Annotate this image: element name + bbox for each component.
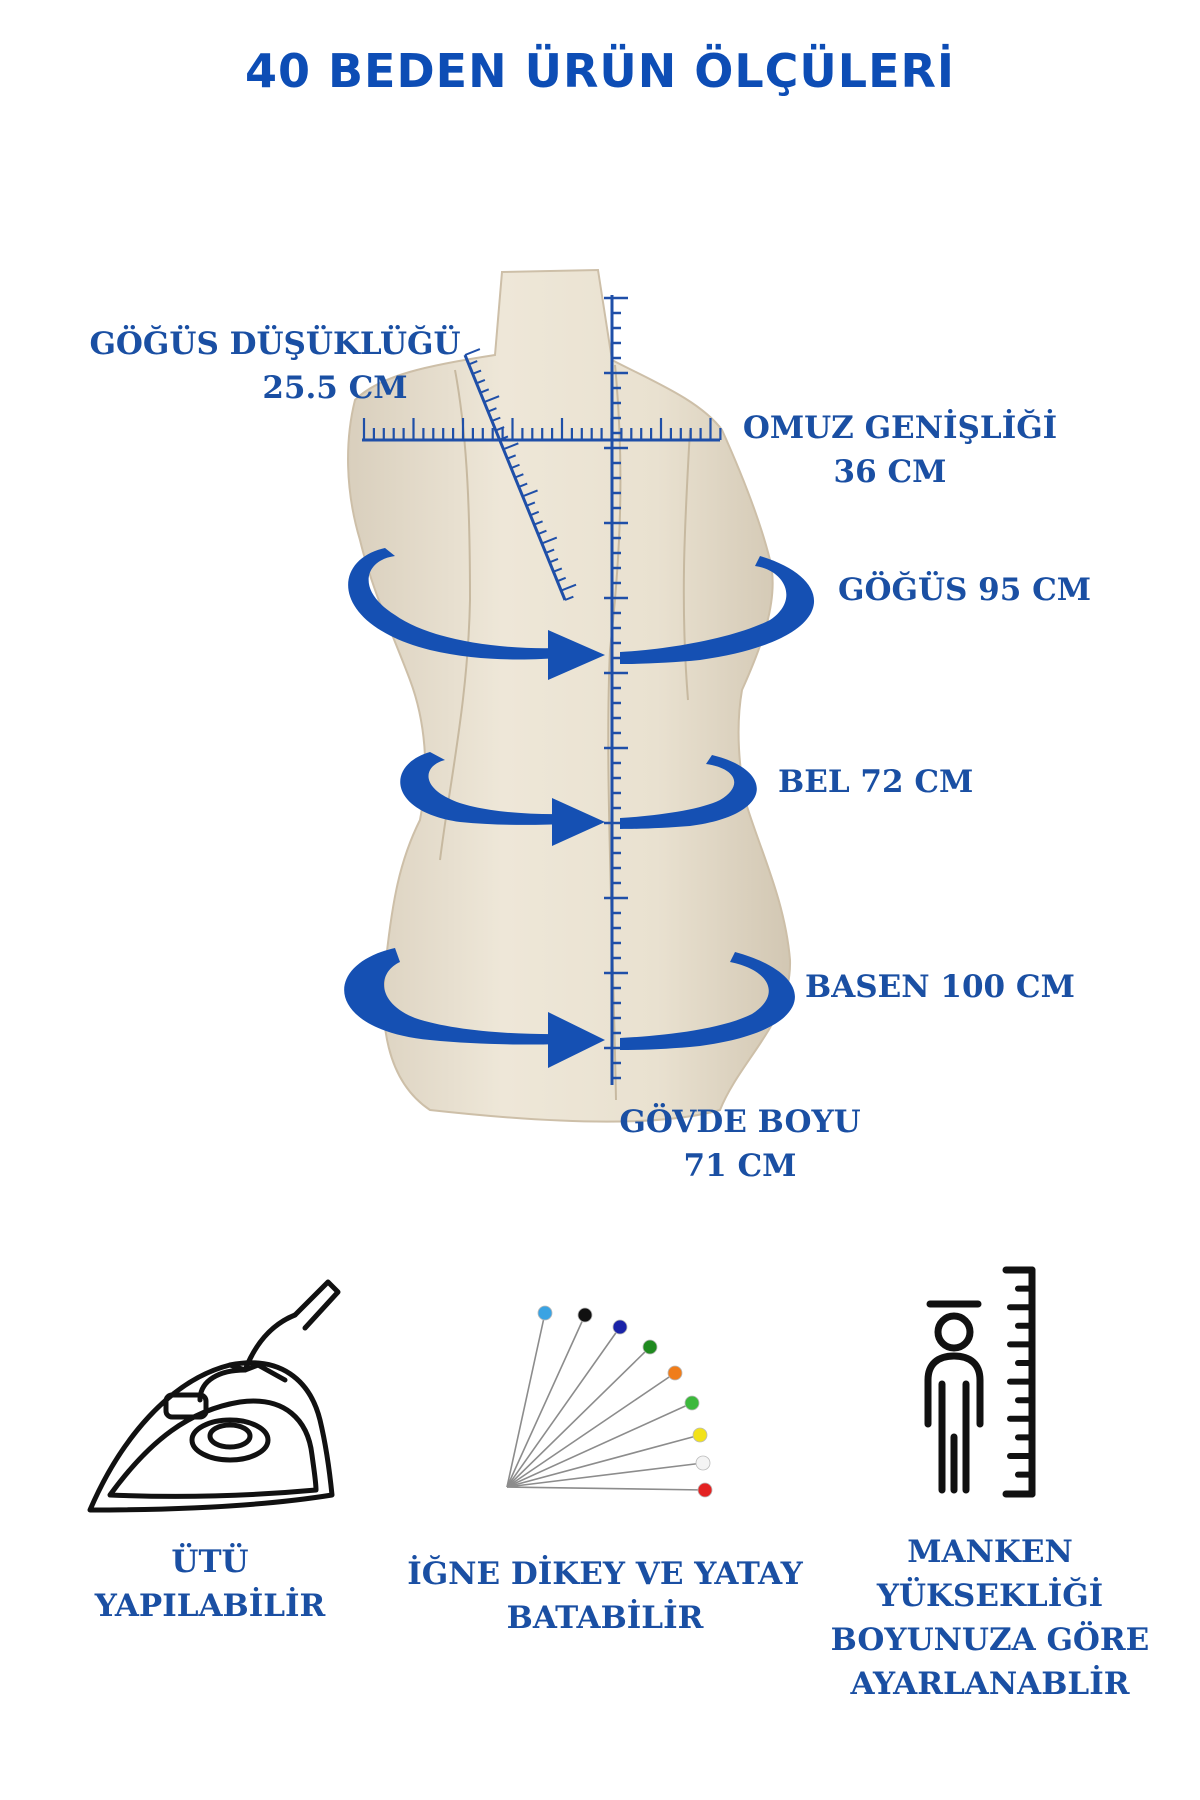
- ruler-tick: [468, 360, 478, 366]
- ruler-tick: [472, 369, 482, 375]
- pin-shaft: [506, 1346, 651, 1488]
- ruler-tick: [549, 558, 559, 564]
- pin-head: [537, 1305, 553, 1321]
- ruler-tick: [526, 501, 536, 507]
- ruler-tick: [533, 520, 543, 526]
- iron-icon: [87, 1279, 341, 1513]
- caption-line: BOYUNUZA GÖRE: [830, 1622, 1150, 1658]
- ruler-tick: [506, 454, 517, 460]
- waist-arrow: [400, 752, 757, 846]
- shoulder-label: OMUZ GENİŞLİĞİ 36 CM: [735, 406, 1065, 494]
- ruler-tick: [503, 442, 519, 451]
- ruler-tick: [522, 489, 538, 498]
- ruler-tick: [560, 583, 577, 592]
- ruler-tick: [541, 536, 558, 545]
- pin-shaft: [506, 1434, 701, 1488]
- caption-pins: İĞNE DİKEY VE YATAY BATABİLİR: [380, 1552, 830, 1640]
- pin-shaft: [506, 1462, 704, 1488]
- bust-drop-value: 25.5 CM: [262, 370, 408, 406]
- pin-head: [577, 1307, 593, 1323]
- pin-head: [695, 1455, 711, 1471]
- bust-label: GÖĞÜS 95 CM: [838, 572, 1092, 608]
- pin-head: [642, 1339, 658, 1355]
- caption-line: MANKEN: [907, 1534, 1073, 1570]
- ruler-tick: [530, 510, 540, 517]
- pin-shaft: [506, 1372, 676, 1488]
- ruler-tick: [476, 379, 486, 385]
- ruler-tick: [499, 435, 509, 441]
- torso-length-label: GÖVDE BOYU 71 CM: [605, 1100, 875, 1188]
- ruler-tick: [553, 567, 563, 573]
- pin-head: [684, 1395, 700, 1411]
- caption-line: İĞNE DİKEY VE YATAY: [407, 1556, 803, 1592]
- pin-head: [697, 1482, 713, 1498]
- pins-icon: [506, 1305, 713, 1498]
- ruler-tick: [564, 595, 574, 601]
- ruler-tick: [483, 395, 500, 404]
- hip-label: BASEN 100 CM: [805, 969, 1075, 1005]
- caption-height: MANKEN YÜKSEKLİĞİ BOYUNUZA GÖRE AYARLANA…: [820, 1530, 1160, 1706]
- caption-line: YAPILABİLİR: [94, 1588, 326, 1624]
- height-adjust-icon: [924, 1266, 1036, 1498]
- hip-arrow: [344, 948, 795, 1068]
- pin-head: [667, 1365, 683, 1381]
- shoulder-name: OMUZ GENİŞLİĞİ: [742, 410, 1058, 446]
- ruler-tick: [514, 473, 524, 479]
- caption-line: YÜKSEKLİĞİ: [876, 1578, 1104, 1614]
- ruler-tick: [556, 576, 567, 583]
- ruler-tick: [491, 416, 501, 422]
- bust-drop-label: GÖĞÜS DÜŞÜKLÜĞÜ 25.5 CM: [80, 322, 470, 410]
- pin-shaft: [506, 1402, 693, 1488]
- pin-shaft: [506, 1486, 706, 1491]
- shoulder-value: 36 CM: [833, 454, 947, 490]
- caption-line: AYARLANABLİR: [850, 1666, 1130, 1702]
- page-title: 40 BEDEN ÜRÜN ÖLÇÜLERİ: [244, 44, 956, 98]
- ruler-tick: [495, 426, 505, 432]
- pin-head: [612, 1319, 628, 1335]
- ruler-tick: [518, 482, 528, 488]
- caption-line: BATABİLİR: [506, 1600, 704, 1636]
- torso-length-name: GÖVDE BOYU: [619, 1104, 861, 1140]
- pin-shaft: [506, 1314, 586, 1488]
- torso-length-value: 71 CM: [683, 1148, 797, 1184]
- mannequin-diagram: [344, 268, 815, 1123]
- bust-arrow: [348, 548, 815, 680]
- caption-iron: ÜTÜ YAPILABİLİR: [60, 1540, 360, 1628]
- ruler-tick: [487, 407, 497, 413]
- ruler-tick: [480, 388, 490, 394]
- ruler-tick: [464, 348, 481, 356]
- pin-head: [692, 1427, 708, 1443]
- measuring-ruler: [362, 295, 722, 1085]
- ruler-tick: [545, 548, 555, 554]
- bust-drop-name: GÖĞÜS DÜŞÜKLÜĞÜ: [89, 326, 461, 362]
- waist-label: BEL 72 CM: [778, 764, 974, 800]
- caption-line: ÜTÜ: [171, 1544, 249, 1580]
- ruler-tick: [510, 463, 520, 470]
- pin-shaft: [506, 1312, 546, 1488]
- pin-shaft: [506, 1326, 621, 1488]
- ruler-tick: [537, 529, 547, 535]
